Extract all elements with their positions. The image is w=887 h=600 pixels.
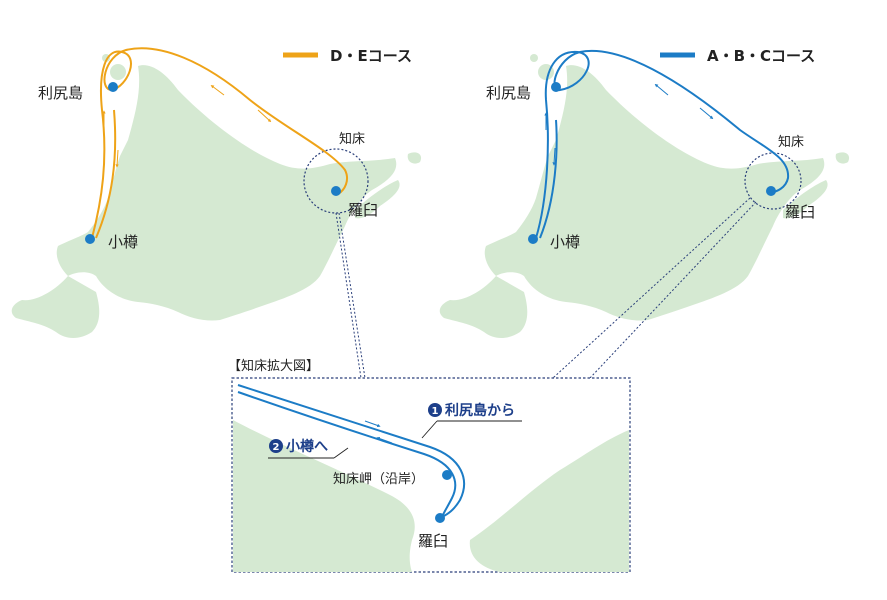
rausu-label-right: 羅臼 bbox=[785, 203, 815, 221]
orange-arrow-3 bbox=[210, 84, 225, 96]
map-de-course: 利尻島 小樽 知床 羅臼 D・Eコース bbox=[11, 47, 422, 338]
inset-route-to-otaru bbox=[237, 391, 457, 518]
shiretoko-label-left: 知床 bbox=[339, 131, 365, 147]
shiretoko-inset: 【知床拡大図】 1 利尻島から 2 小樽へ 知床岬（沿岸） 羅臼 bbox=[228, 358, 631, 573]
inset-land-east bbox=[469, 430, 629, 572]
inset-title: 【知床拡大図】 bbox=[228, 358, 319, 374]
shiretoko-zoom-circle-left bbox=[303, 148, 369, 214]
orange-route bbox=[91, 47, 348, 239]
cape-dot bbox=[442, 470, 452, 480]
shiretoko-zoom-circle-right bbox=[744, 152, 802, 210]
orange-arrow-2 bbox=[115, 149, 119, 168]
route-label-to-otaru: 小樽へ bbox=[286, 438, 328, 455]
rishiri-label-left: 利尻島 bbox=[38, 84, 83, 102]
blue-route-outer bbox=[539, 119, 558, 239]
blue-arrow-3 bbox=[654, 83, 669, 96]
route-label-from-rishiri: 利尻島から bbox=[445, 402, 515, 419]
orange-arrow-4 bbox=[257, 109, 272, 123]
badge-1 bbox=[428, 403, 442, 417]
badge-2 bbox=[269, 439, 283, 453]
route2-leader bbox=[333, 447, 349, 459]
legend-abc-label: A・B・Cコース bbox=[707, 47, 815, 65]
blue-arrow-2 bbox=[552, 147, 556, 166]
rishiri-label-right: 利尻島 bbox=[486, 84, 531, 102]
rausu-dot-left bbox=[331, 186, 341, 196]
badge-2-number: 2 bbox=[273, 442, 280, 453]
inset-route-from-rishiri bbox=[237, 384, 465, 518]
legend-de-label: D・Eコース bbox=[330, 47, 412, 65]
orange-route-outer bbox=[95, 109, 117, 239]
rausu-label-inset: 羅臼 bbox=[418, 532, 448, 550]
badge-1-number: 1 bbox=[432, 406, 439, 417]
blue-route bbox=[535, 49, 790, 239]
rishiri-dot-left bbox=[108, 82, 118, 92]
zoom-connectors bbox=[335, 197, 757, 379]
map-abc-course: 利尻島 小樽 知床 羅臼 A・B・Cコース bbox=[439, 47, 850, 338]
rausu-dot-inset bbox=[435, 513, 445, 523]
route1-leader bbox=[421, 420, 438, 439]
blue-arrow-4 bbox=[699, 107, 714, 120]
rausu-dot-right bbox=[766, 186, 776, 196]
cape-label: 知床岬（沿岸） bbox=[333, 471, 424, 487]
inset-arrow-out bbox=[376, 436, 393, 444]
rishiri-dot-right bbox=[551, 82, 561, 92]
shiretoko-label-right: 知床 bbox=[778, 134, 804, 150]
otaru-dot-right bbox=[528, 234, 538, 244]
otaru-label-left: 小樽 bbox=[108, 233, 138, 251]
inset-arrow-in bbox=[364, 420, 381, 428]
rausu-label-left: 羅臼 bbox=[348, 201, 378, 219]
otaru-dot-left bbox=[85, 234, 95, 244]
otaru-label-right: 小樽 bbox=[550, 233, 580, 251]
